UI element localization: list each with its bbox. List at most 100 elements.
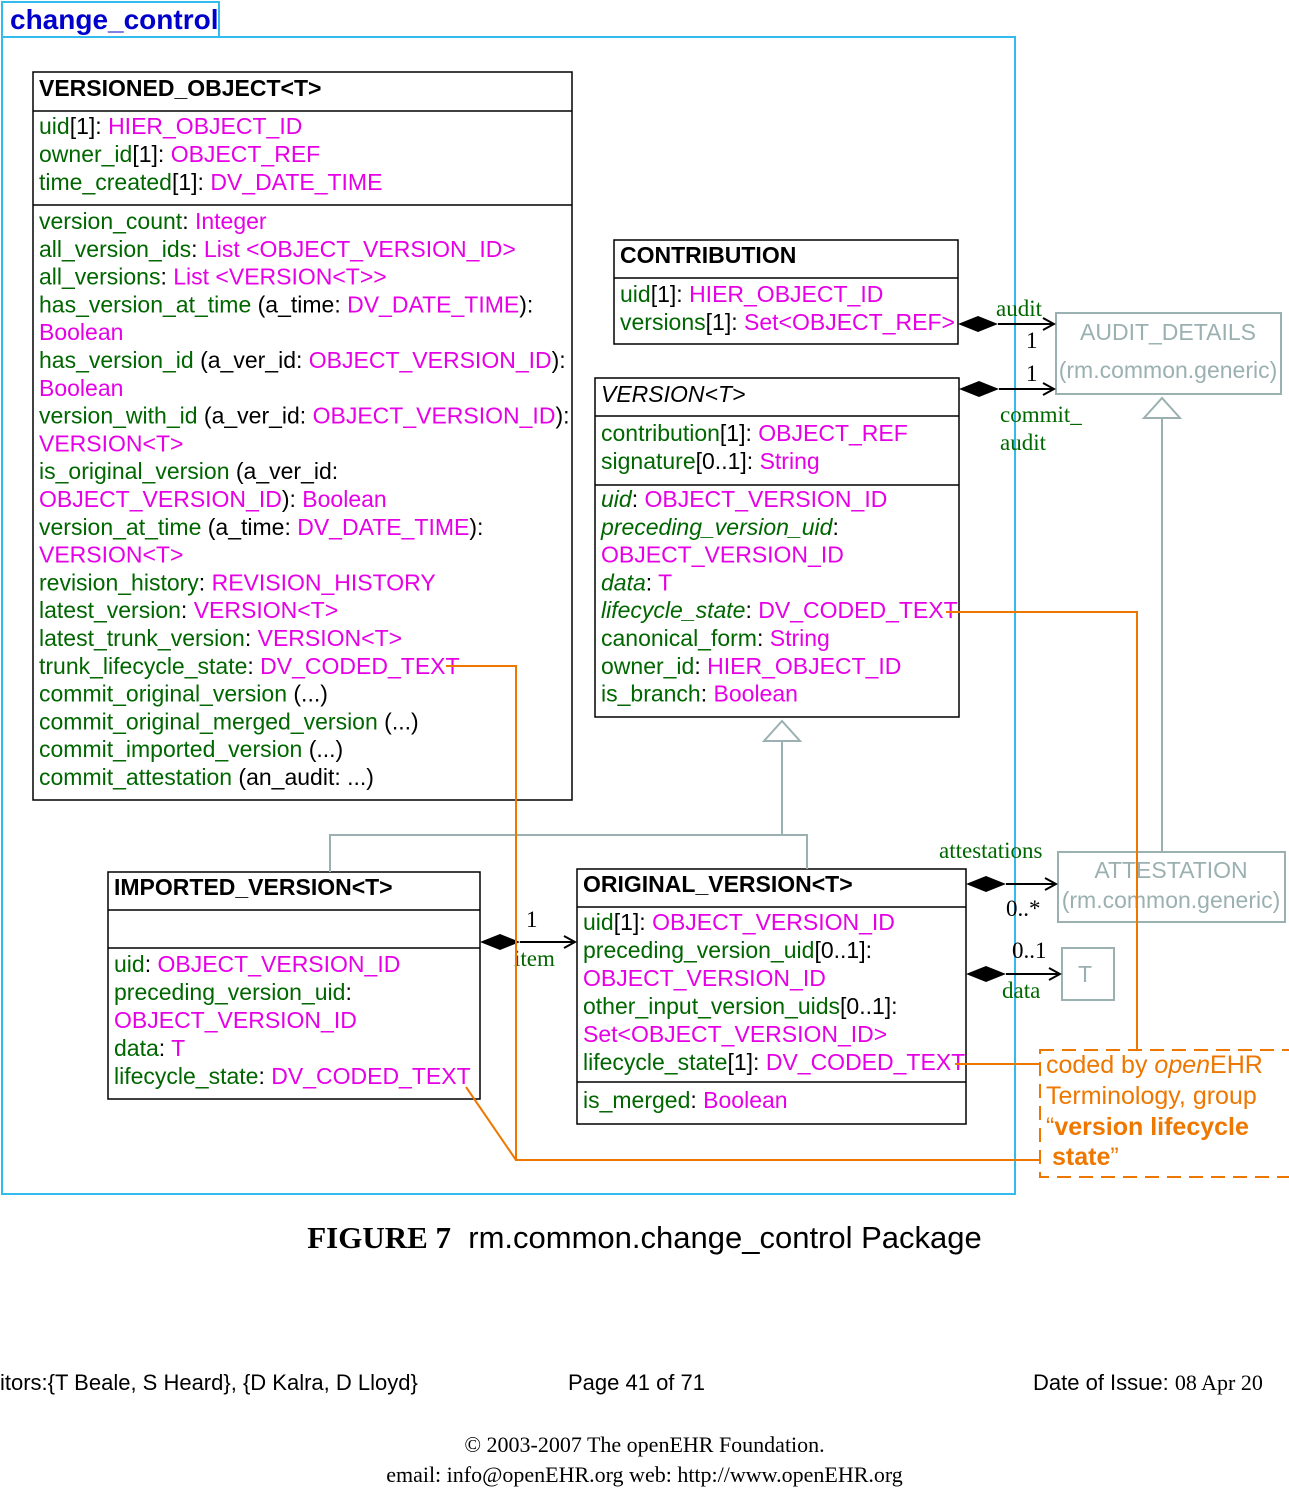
member-line: uid: OBJECT_VERSION_ID [114,951,400,977]
member-line: version_at_time (a_time: DV_DATE_TIME): [39,514,483,540]
class-attestation[interactable]: ATTESTATION (rm.common.generic) [1057,851,1286,923]
member-line: is_merged: Boolean [583,1087,788,1113]
member-line: is_original_version (a_ver_id: [39,458,338,484]
class-name: IMPORTED_VERSION<T> [114,874,393,900]
member-line: latest_version: VERSION<T> [39,597,338,623]
svg-text:1: 1 [1026,328,1038,353]
member-line: signature[0..1]: String [601,448,820,474]
class-package: (rm.common.generic) [1062,887,1281,913]
member-line: OBJECT_VERSION_ID [583,965,826,991]
member-line: OBJECT_VERSION_ID [114,1007,357,1033]
svg-text:commit_: commit_ [1000,402,1082,427]
class-name: ORIGINAL_VERSION<T> [583,871,853,897]
member-line: preceding_version_uid[0..1]: [583,937,872,963]
class-original-version[interactable]: ORIGINAL_VERSION<T> uid[1]: OBJECT_VERSI… [576,868,967,1125]
member-line: OBJECT_VERSION_ID): Boolean [39,486,387,512]
class-audit-details[interactable]: AUDIT_DETAILS (rm.common.generic) [1055,312,1282,395]
member-line: data: T [114,1035,185,1061]
footer-copyright: © 2003-2007 The openEHR Foundation. [464,1432,825,1457]
footer-page: Page 41 of 71 [568,1370,706,1395]
footer-contact: email: info@openEHR.org web: http://www.… [386,1462,903,1487]
note-connectors [446,611,1138,1161]
svg-text:state”: state” [1052,1143,1119,1171]
member-line: contribution[1]: OBJECT_REF [601,420,908,446]
footer-editors: itors:{T Beale, S Heard}, {D Kalra, D Ll… [0,1370,418,1395]
member-line: preceding_version_uid: [600,514,839,540]
member-line: commit_original_version (...) [39,681,328,707]
member-line: owner_id: HIER_OBJECT_ID [601,653,901,679]
member-line: uid[1]: HIER_OBJECT_ID [39,113,302,139]
member-line: lifecycle_state: DV_CODED_TEXT [114,1063,471,1089]
svg-text:coded by openEHR: coded by openEHR [1046,1051,1263,1079]
member-line: versions[1]: Set<OBJECT_REF> [620,309,955,335]
svg-text:audit: audit [1000,430,1047,455]
member-line: VERSION<T> [39,430,183,456]
member-line: is_branch: Boolean [601,681,798,707]
member-line: OBJECT_VERSION_ID [601,542,844,568]
member-line: uid[1]: OBJECT_VERSION_ID [583,909,895,935]
svg-text:data: data [1002,978,1040,1003]
svg-text:0..*: 0..* [1006,896,1041,921]
member-line: has_version_id (a_ver_id: OBJECT_VERSION… [39,347,566,373]
member-line: lifecycle_state: DV_CODED_TEXT [601,597,958,623]
member-line: version_with_id (a_ver_id: OBJECT_VERSIO… [39,403,570,429]
member-line: other_input_version_uids[0..1]: [583,993,898,1019]
svg-text:attestations: attestations [939,838,1043,863]
class-name: T [1078,961,1092,987]
member-line: data: T [601,569,672,595]
class-imported-version[interactable]: IMPORTED_VERSION<T> uid: OBJECT_VERSION_… [107,871,481,1100]
class-name: CONTRIBUTION [620,242,796,268]
member-line: commit_attestation (an_audit: ...) [39,764,374,790]
footer-issue: Date of Issue: 08 Apr 20 [1033,1370,1263,1395]
member-line: commit_imported_version (...) [39,736,343,762]
member-line: uid: OBJECT_VERSION_ID [601,486,887,512]
member-line: VERSION<T> [39,542,183,568]
svg-text:0..1: 0..1 [1012,938,1047,963]
note-version-lifecycle: coded by openEHR Terminology, group “ver… [1039,1049,1289,1178]
figure-title: rm.common.change_control Package [468,1220,982,1255]
package-name: change_control [10,4,218,35]
member-line: version_count: Integer [39,208,267,234]
svg-text:1: 1 [1026,361,1038,386]
member-line: Boolean [39,319,123,345]
svg-text:“version lifecycle: “version lifecycle [1046,1113,1249,1141]
class-name: ATTESTATION [1094,857,1247,883]
generalization-attestation [1141,396,1183,852]
member-line: preceding_version_uid: [114,979,352,1005]
package-tab [1,1,220,38]
class-name: AUDIT_DETAILS [1080,319,1256,345]
generalization-version [329,719,808,872]
member-line: latest_trunk_version: VERSION<T> [39,625,402,651]
class-name: VERSION<T> [601,381,745,407]
attribute-list: uid[1]: OBJECT_VERSION_IDpreceding_versi… [583,909,965,1075]
class-name: VERSIONED_OBJECT<T> [39,75,321,101]
function-list: is_merged: Boolean [583,1087,788,1113]
svg-text:audit: audit [996,296,1043,321]
package-frame [1,36,1016,1195]
association-attestations: attestations 0..* [939,838,1056,921]
class-version[interactable]: VERSION<T> contribution[1]: OBJECT_REFsi… [594,377,960,718]
association-data: 0..1 data [966,938,1060,1003]
member-line: trunk_lifecycle_state: DV_CODED_TEXT [39,653,460,679]
association-item: 1 item [480,907,575,971]
member-line: owner_id[1]: OBJECT_REF [39,141,320,167]
member-line: all_version_ids: List <OBJECT_VERSION_ID… [39,236,516,262]
function-list: uid: OBJECT_VERSION_IDpreceding_version_… [600,486,958,707]
member-line: time_created[1]: DV_DATE_TIME [39,169,382,195]
member-line: uid[1]: HIER_OBJECT_ID [620,281,883,307]
attribute-list: contribution[1]: OBJECT_REFsignature[0..… [601,420,908,474]
member-line: commit_original_merged_version (...) [39,708,419,734]
function-list: uid: OBJECT_VERSION_IDpreceding_version_… [114,951,471,1089]
member-line: Boolean [39,375,123,401]
member-line: revision_history: REVISION_HISTORY [39,569,436,595]
class-contribution[interactable]: CONTRIBUTION uid[1]: HIER_OBJECT_IDversi… [613,239,959,345]
class-t-parameter[interactable]: T [1061,947,1115,1001]
member-line: canonical_form: String [601,625,830,651]
class-versioned-object[interactable]: VERSIONED_OBJECT<T> uid[1]: HIER_OBJECT_… [32,71,573,801]
figure-number: FIGURE 7 [307,1220,452,1255]
member-line: lifecycle_state[1]: DV_CODED_TEXT [583,1049,965,1075]
